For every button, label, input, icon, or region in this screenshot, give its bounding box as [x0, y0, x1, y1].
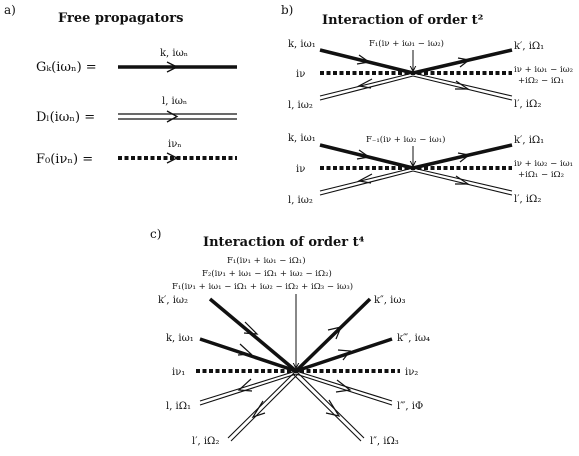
arrow-icon [337, 349, 352, 361]
phonon-line-l-dprime-b [292, 373, 362, 442]
arrow-icon [335, 379, 352, 393]
propagator-d-label: Dₗ(iωₙ) = [36, 110, 95, 125]
label-left-boson: iν [296, 69, 305, 80]
panel-c: c) Interaction of order t⁴ F₁(iν₁ + iω₁ … [150, 227, 430, 447]
vertex-label: F₁(iν + iω₁ − iω₂) [369, 38, 444, 49]
label-right-boson-1: iν + iω₁ − iω₂ [514, 65, 573, 75]
label-right-fermion: k′, iΩ₁ [514, 135, 544, 146]
label-right-phonon: l′, iΩ₂ [514, 194, 541, 205]
arrow-icon [166, 110, 179, 123]
panel-b-tag: b) [281, 3, 293, 17]
panel-c-tag: c) [150, 227, 161, 241]
panel-a-title: Free propagators [58, 11, 183, 26]
phonon-line-l-prime-b [230, 373, 299, 442]
arrow-icon [356, 149, 371, 160]
diagram-b-top: F₁(iν + iω₁ − iω₂) k, iω₁ iν l, iω₂ k′, … [288, 38, 573, 111]
phonon-line-in-a [319, 72, 414, 97]
phonon-line-l-prime-a [227, 370, 297, 439]
panel-c-title: Interaction of order t⁴ [203, 235, 365, 250]
propagator-d-momentum: l, iωₙ [162, 96, 187, 107]
fermion-line-in [319, 48, 414, 75]
fermion-line-k [199, 337, 297, 373]
label-left-fermion: k, iω₁ [288, 39, 316, 50]
fermion-line-k-dprime [294, 297, 372, 373]
vertex-label-line-2: F₂(iν₁ + iω₁ − iΩ₁ + iω₂ − iΩ₂) [202, 268, 332, 279]
arrow-icon [457, 152, 471, 163]
propagator-f0-label: F₀(iνₙ) = [36, 152, 93, 167]
label-left-fermion: k, iω₁ [288, 133, 316, 144]
diagram-b-bottom: F₋₁(iν + iω₂ − iω₁) k, iω₁ iν l, iω₂ k′,… [288, 133, 573, 206]
label-nu1: iν₁ [172, 367, 185, 378]
phonon-line-l-dprime-a [295, 370, 365, 439]
phonon-line-out-b [412, 75, 513, 101]
arrow-icon [357, 78, 373, 89]
label-right-boson-1: iν + iω₂ − iω₁ [514, 159, 573, 169]
vertex-label-line-3: F₁(iν₁ + iω₁ − iΩ₁ + iω₂ − iΩ₂ + iΩ₃ − i… [172, 281, 353, 292]
panel-b: b) Interaction of order t² F₁(iν + iω₁ −… [281, 3, 573, 206]
arrow-icon [455, 80, 470, 90]
panel-a-tag: a) [4, 3, 16, 17]
arrow-icon [166, 152, 179, 164]
label-l-tprime: l‴, iΦ [397, 401, 423, 412]
phonon-line-l-tprime-b [295, 373, 393, 406]
label-k-prime: k′, iω₂ [158, 295, 188, 306]
label-right-fermion: k′, iΩ₁ [514, 41, 544, 52]
label-k-dprime: k″, iω₃ [374, 295, 406, 306]
fermion-line-out [412, 48, 513, 75]
phonon-line-l-b [199, 373, 297, 406]
phonon-line-in-b [319, 170, 414, 196]
phonon-line-out-a [412, 72, 513, 97]
label-l-prime: l′, iΩ₂ [192, 436, 219, 447]
arrow-icon [356, 54, 371, 65]
propagator-g-label: Gₖ(iωₙ) = [36, 60, 97, 75]
arrow-icon [237, 343, 253, 356]
label-right-boson-2: +iΩ₂ − iΩ₁ [518, 76, 564, 86]
vertex-label-line-1: F₁(iν₁ + iω₁ − iΩ₁) [227, 255, 306, 266]
panel-b-title: Interaction of order t² [322, 13, 483, 28]
arrow-icon [325, 399, 341, 417]
phonon-line-out-b [412, 170, 513, 196]
label-k: k, iω₁ [166, 333, 194, 344]
propagator-g-momentum: k, iωₙ [160, 48, 188, 59]
arrow-icon [243, 321, 259, 335]
phonon-line-l-a [199, 370, 297, 402]
panel-a: a) Free propagators Gₖ(iωₙ) = k, iωₙ Dₗ(… [4, 3, 237, 167]
phonon-line-in-a [319, 167, 414, 192]
label-left-phonon: l, iω₂ [288, 195, 313, 206]
label-l-dprime: l″, iΩ₃ [370, 436, 399, 447]
vertex-label: F₋₁(iν + iω₂ − iω₁) [366, 134, 445, 145]
fermion-line-out [412, 143, 513, 170]
label-left-phonon: l, iω₂ [288, 100, 313, 111]
fermion-line-k-tprime [295, 337, 393, 373]
phonon-line-out-a [412, 167, 513, 192]
arrow-icon [327, 326, 343, 340]
fermion-line-in [319, 143, 414, 170]
arrow-icon [457, 57, 471, 68]
arrow-icon [455, 175, 470, 185]
label-right-phonon: l′, iΩ₂ [514, 99, 541, 110]
label-right-boson-2: +iΩ₁ − iΩ₂ [518, 170, 564, 180]
fermion-line-k-prime [208, 297, 298, 373]
arrow-icon [357, 173, 373, 184]
propagator-f0-momentum: iνₙ [168, 139, 182, 150]
phonon-line-in-b [319, 75, 414, 101]
arrow-icon [237, 378, 253, 392]
arrow-icon [166, 61, 179, 73]
label-l: l, iΩ₁ [166, 401, 191, 412]
label-nu2: iν₂ [405, 367, 418, 378]
label-k-tprime: k‴, iω₄ [397, 333, 430, 344]
label-left-boson: iν [296, 164, 305, 175]
arrow-icon [251, 400, 266, 419]
